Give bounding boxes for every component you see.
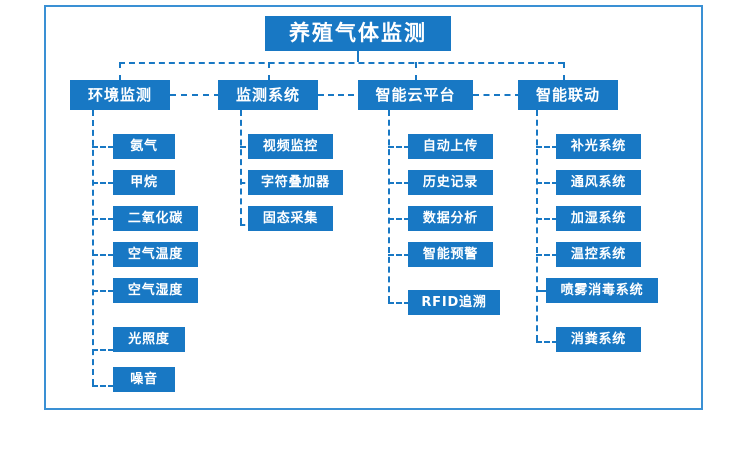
- trunk-connector: [119, 62, 564, 64]
- leaf-node-1-7[interactable]: 噪音: [113, 367, 175, 392]
- leaf-node-2-3[interactable]: 固态采集: [248, 206, 333, 231]
- leaf-stub-4-4: [536, 254, 558, 256]
- leaf-node-3-3[interactable]: 数据分析: [408, 206, 493, 231]
- leaf-stub-3-2: [388, 182, 410, 184]
- leaf-node-3-1[interactable]: 自动上传: [408, 134, 493, 159]
- branch-link-1-2: [170, 94, 220, 96]
- leaf-stub-1-3: [92, 218, 114, 220]
- branch-spine-3: [388, 110, 390, 302]
- branch-spine-1: [92, 110, 94, 385]
- branch-node-3[interactable]: 智能云平台: [358, 80, 473, 110]
- branch-spine-2: [240, 110, 242, 224]
- leaf-stub-3-5: [388, 302, 410, 304]
- leaf-stub-1-7: [92, 385, 114, 387]
- leaf-stub-2-2: [240, 182, 254, 184]
- leaf-node-3-2[interactable]: 历史记录: [408, 170, 493, 195]
- leaf-node-4-3[interactable]: 加湿系统: [556, 206, 641, 231]
- leaf-stub-3-1: [388, 146, 410, 148]
- leaf-node-4-2[interactable]: 通风系统: [556, 170, 641, 195]
- leaf-stub-4-5: [536, 290, 548, 292]
- leaf-node-1-3[interactable]: 二氧化碳: [113, 206, 198, 231]
- leaf-stub-3-3: [388, 218, 410, 220]
- leaf-stub-4-2: [536, 182, 558, 184]
- root-stem-connector: [357, 51, 359, 62]
- branch-drop-connector-1: [119, 62, 121, 81]
- leaf-node-3-5[interactable]: RFID追溯: [408, 290, 500, 315]
- leaf-node-4-6[interactable]: 消粪系统: [556, 327, 641, 352]
- root-node[interactable]: 养殖气体监测: [265, 16, 451, 51]
- branch-drop-connector-3: [415, 62, 417, 81]
- leaf-stub-1-1: [92, 146, 114, 148]
- leaf-node-1-4[interactable]: 空气温度: [113, 242, 198, 267]
- branch-drop-connector-2: [268, 62, 270, 81]
- leaf-node-1-1[interactable]: 氨气: [113, 134, 175, 159]
- leaf-node-1-5[interactable]: 空气湿度: [113, 278, 198, 303]
- leaf-stub-4-3: [536, 218, 558, 220]
- branch-node-1[interactable]: 环境监测: [70, 80, 170, 110]
- leaf-node-1-6[interactable]: 光照度: [113, 327, 185, 352]
- leaf-node-3-4[interactable]: 智能预警: [408, 242, 493, 267]
- branch-link-3-4: [473, 94, 521, 96]
- leaf-stub-1-5: [92, 290, 114, 292]
- branch-spine-4: [536, 110, 538, 341]
- leaf-node-2-1[interactable]: 视频监控: [248, 134, 333, 159]
- branch-link-2-3: [318, 94, 364, 96]
- leaf-stub-1-2: [92, 182, 114, 184]
- branch-node-4[interactable]: 智能联动: [518, 80, 618, 110]
- leaf-stub-3-4: [388, 254, 410, 256]
- leaf-stub-4-6: [536, 341, 558, 343]
- leaf-node-4-1[interactable]: 补光系统: [556, 134, 641, 159]
- leaf-node-1-2[interactable]: 甲烷: [113, 170, 175, 195]
- leaf-stub-1-6: [92, 349, 114, 351]
- leaf-stub-2-3: [240, 224, 254, 226]
- branch-drop-connector-4: [563, 62, 565, 81]
- leaf-stub-4-1: [536, 146, 558, 148]
- outer-frame: [44, 5, 703, 410]
- branch-node-2[interactable]: 监测系统: [218, 80, 318, 110]
- leaf-node-2-2[interactable]: 字符叠加器: [248, 170, 343, 195]
- leaf-node-4-4[interactable]: 温控系统: [556, 242, 641, 267]
- leaf-stub-1-4: [92, 254, 114, 256]
- leaf-node-4-5[interactable]: 喷雾消毒系统: [546, 278, 658, 303]
